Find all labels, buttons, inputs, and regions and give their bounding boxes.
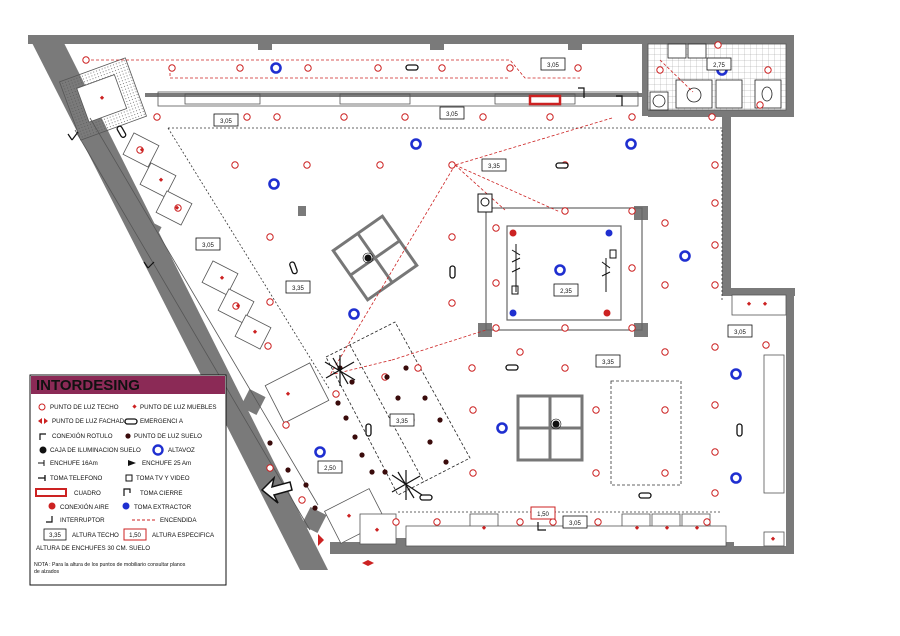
height-label-14: 3,05 [562, 515, 588, 529]
height-label-9: 3,35 [595, 354, 621, 368]
entrance-star-1 [324, 355, 356, 386]
legend-item-toma-telefono: TOMA TELEFONO [50, 475, 103, 482]
svg-text:3,05: 3,05 [220, 119, 232, 125]
height-label-3: 3,05 [213, 113, 239, 127]
svg-text:3,05: 3,05 [734, 330, 746, 336]
island-fixtures [477, 193, 617, 295]
legend-item-cuadro: CUADRO [74, 490, 101, 497]
height-label-7: 3,35 [285, 280, 311, 294]
legend-item-punto-luz-muebles: PUNTO DE LUZ MUEBLES [140, 404, 217, 411]
height-label-1: 3,05 [540, 57, 566, 71]
svg-text:3,05: 3,05 [202, 243, 214, 249]
svg-text:2,35: 2,35 [560, 289, 572, 295]
height-label-12: 2,50 [317, 460, 343, 474]
svg-text:3,05: 3,05 [569, 521, 581, 527]
legend-item-punto-luz-techo: PUNTO DE LUZ TECHO [50, 404, 119, 411]
legend-item-enchufe-16: ENCHUFE 16Am [50, 460, 98, 467]
height-label-5: 3,35 [481, 158, 507, 172]
svg-text:3,05: 3,05 [446, 112, 458, 118]
svg-text:3,35: 3,35 [396, 419, 408, 425]
entrance-star-2 [391, 470, 423, 500]
legend-item-toma-tv: TOMA TV Y VIDEO [136, 475, 190, 482]
legend-note-line-2: de alzados [34, 569, 59, 575]
legend-item-enchufe-25: ENCHUFE 25 Am [142, 460, 191, 467]
legend-item-conexion-rotulo: CONEXIÓN ROTULO [52, 433, 113, 440]
floor-light-boxes [362, 252, 562, 430]
legend-item-emergencia: EMERGENCI A [140, 418, 184, 425]
svg-text:1,50: 1,50 [537, 512, 549, 518]
legend-note-line-1: NOTA : Para la altura de los puntos de m… [34, 562, 186, 568]
legend-item-interruptor: INTERRUPTOR [60, 517, 105, 524]
legend-sample-techo: 3,35 [49, 533, 61, 539]
height-label-11: 3,35 [389, 413, 415, 427]
legend-item-toma-extractor: TOMA EXTRACTOR [134, 504, 192, 511]
legend-item-encendida: ENCENDIDA [160, 517, 197, 524]
legend-item-altavoz: ALTAVOZ [168, 447, 195, 454]
air-connections [509, 229, 613, 317]
height-label-8: 2,35 [553, 283, 579, 297]
legend-title: INTORDESING [36, 377, 140, 394]
ceiling-lights [82, 41, 772, 526]
speakers [268, 62, 742, 484]
svg-text:2,75: 2,75 [713, 63, 725, 69]
legend-item-altura-techo: ALTURA TECHO [72, 532, 119, 539]
svg-text:3,05: 3,05 [547, 63, 559, 69]
svg-text:3,35: 3,35 [292, 286, 304, 292]
height-label-10: 3,05 [727, 324, 753, 338]
svg-text:2,50: 2,50 [324, 466, 336, 472]
height-label-2: 2,75 [706, 57, 732, 71]
legend-item-altura-especifica: ALTURA ESPECIFICA [152, 532, 215, 539]
svg-text:3,35: 3,35 [602, 360, 614, 366]
legend-sample-especifica: 1,50 [129, 533, 141, 539]
emergency-lights [116, 64, 743, 501]
legend-item-punto-luz-fachada: PUNTO DE LUZ FACHADA [52, 418, 129, 425]
legend-item-caja-iluminacion: CAJA DE ILUMINACION SUELO [50, 447, 141, 454]
facade-lights [318, 534, 374, 566]
legend-outlet-height-note: ALTURA DE ENCHUFES 30 CM. SUELO [36, 545, 150, 552]
height-label-6: 3,05 [195, 237, 221, 251]
legend-item-conexion-aire: CONEXIÓN AIRE [60, 504, 109, 511]
circuit-lines [86, 59, 694, 376]
entrance-arrow [260, 475, 293, 504]
height-label-4: 3,05 [439, 106, 465, 120]
legend-item-toma-cierre: TOMA CIERRE [140, 490, 183, 497]
svg-text:3,35: 3,35 [488, 164, 500, 170]
legend: INTORDESING PUNTO DE LUZ TECHO PUNTO DE … [29, 374, 227, 586]
height-label-13: 1,50 [530, 506, 556, 520]
height-labels: 3,05 2,75 3,05 3,05 3,35 3,05 3,35 2,35 … [195, 57, 753, 529]
switches [67, 87, 623, 531]
legend-item-punto-luz-suelo: PUNTO DE LUZ SUELO [134, 433, 202, 440]
